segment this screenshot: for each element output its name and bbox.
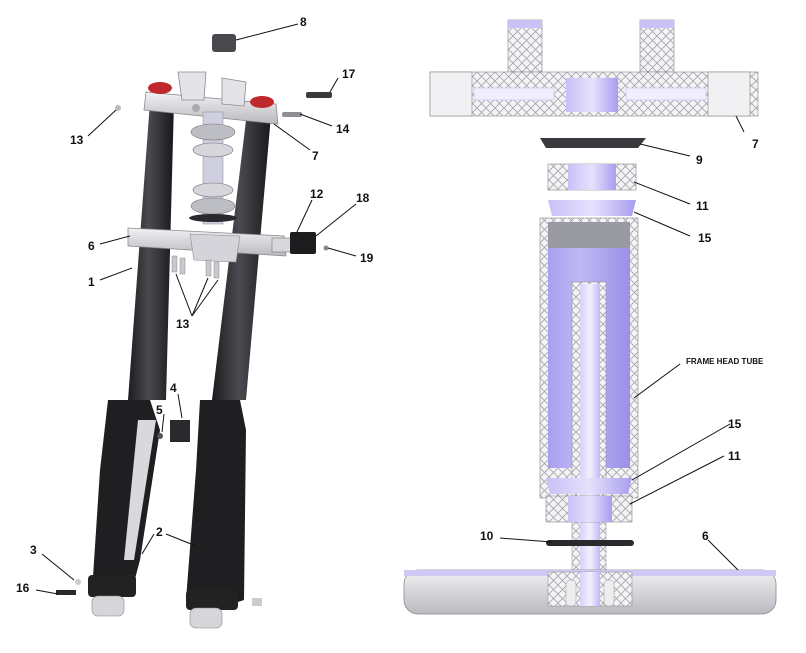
headstock-cross-section: 7 9 11 15 FRAME HEAD TUBE 15 11 10 6 [403, 19, 777, 615]
right-callout-leaders [499, 115, 745, 571]
upper-race [548, 200, 636, 216]
right-fork-leg [186, 104, 272, 612]
callout-7-left: 7 [312, 149, 319, 163]
top-triple-clamp [143, 71, 279, 125]
steering-stem-section [571, 281, 607, 573]
callout-2: 2 [156, 525, 163, 539]
callout-9: 9 [696, 153, 703, 167]
callout-13-bottom: 13 [176, 317, 190, 331]
callout-15-top: 15 [698, 231, 712, 245]
callout-11-bottom: 11 [728, 449, 741, 463]
small-hardware [56, 34, 332, 629]
callout-5: 5 [156, 403, 163, 417]
callout-4: 4 [170, 381, 177, 395]
callout-17: 17 [342, 67, 356, 81]
left-fork-leg [88, 102, 174, 597]
callout-14: 14 [336, 122, 350, 136]
callout-12: 12 [310, 187, 324, 201]
callout-18: 18 [356, 191, 370, 205]
callout-3: 3 [30, 543, 37, 557]
right-callout-labels: 7 9 11 15 FRAME HEAD TUBE 15 11 10 6 [480, 137, 764, 543]
callout-8: 8 [300, 15, 307, 29]
o-ring [546, 540, 634, 546]
callout-7-right: 7 [752, 137, 759, 151]
callout-1: 1 [88, 275, 95, 289]
callout-6-right: 6 [702, 529, 709, 543]
callout-16: 16 [16, 581, 30, 595]
callout-13-top: 13 [70, 133, 84, 147]
callout-frame-head-tube: FRAME HEAD TUBE [686, 357, 764, 366]
callout-11-top: 11 [696, 199, 709, 213]
callout-15-bottom: 15 [728, 417, 742, 431]
bottom-clamp-section [403, 569, 777, 615]
left-callout-leaders [35, 23, 357, 595]
lower-race [546, 478, 632, 494]
upper-bearing-section [547, 163, 637, 191]
callout-19: 19 [360, 251, 374, 265]
fork-assembly-view: 8 17 13 14 7 12 18 6 19 1 13 4 5 2 3 16 [16, 15, 374, 629]
top-clamp-section [429, 71, 759, 117]
callout-10: 10 [480, 529, 494, 543]
dust-seal [540, 138, 646, 148]
left-callout-labels: 8 17 13 14 7 12 18 6 19 1 13 4 5 2 3 16 [16, 15, 374, 595]
callout-6-left: 6 [88, 239, 95, 253]
steering-stem-stack [189, 111, 237, 225]
